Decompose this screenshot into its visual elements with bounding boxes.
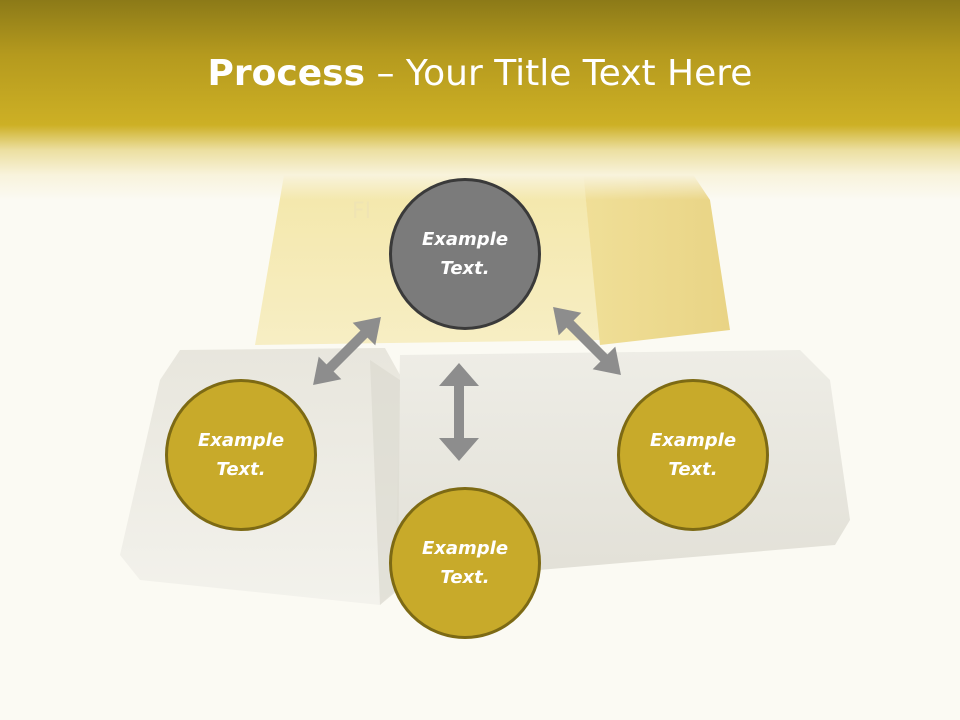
double-arrow-left-icon bbox=[313, 317, 381, 385]
node-bottom: Example Text. bbox=[389, 487, 541, 639]
node-bottom-text: Example Text. bbox=[421, 538, 509, 588]
node-top-text: Example Text. bbox=[421, 229, 509, 279]
node-right: Example Text. bbox=[617, 379, 769, 531]
double-arrow-right-icon bbox=[553, 307, 621, 375]
title-rest: – Your Title Text Here bbox=[365, 53, 753, 94]
node-left: Example Text. bbox=[165, 379, 317, 531]
double-arrow-vertical-icon bbox=[439, 363, 479, 461]
slide-title: Process – Your Title Text Here bbox=[0, 52, 960, 96]
node-top: Example Text. bbox=[389, 178, 541, 330]
title-bold: Process bbox=[207, 53, 366, 94]
node-left-text: Example Text. bbox=[197, 430, 285, 480]
node-right-text: Example Text. bbox=[649, 430, 737, 480]
header-band bbox=[0, 0, 960, 200]
svg-text:FI: FI bbox=[352, 199, 371, 224]
